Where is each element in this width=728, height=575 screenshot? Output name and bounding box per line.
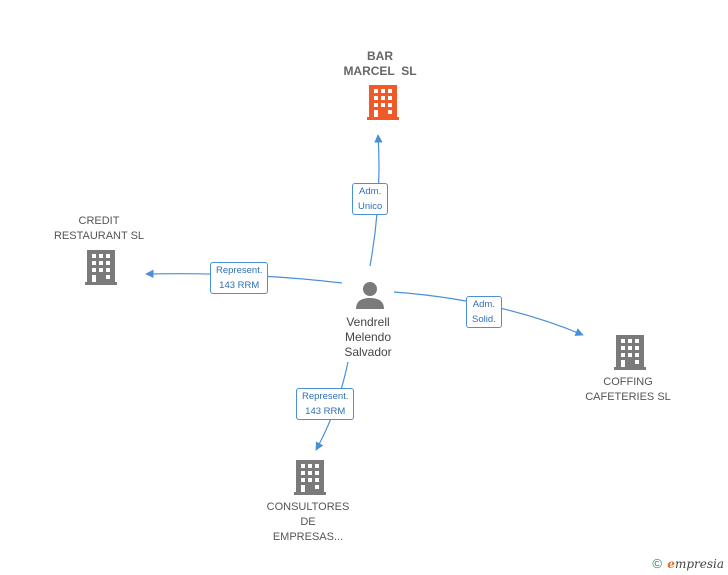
brand-initial: e: [667, 557, 675, 571]
edge-label-line: Unico: [358, 201, 383, 212]
footer-brand[interactable]: © empresia: [652, 556, 724, 571]
edge-label-adm-unico: Adm. Unico: [352, 183, 389, 215]
node-label-line: CONSULTORES: [266, 501, 350, 513]
copyright-icon: ©: [652, 556, 662, 571]
edge-label-represent-credit: Represent. 143 RRM: [210, 262, 269, 294]
node-label-line: BAR: [367, 49, 393, 63]
edge-label-line: Adm.: [359, 186, 382, 197]
edge-label-line: Adm.: [472, 299, 495, 310]
node-label-line: Vendrell: [346, 315, 390, 329]
edge-label-represent-consultores: Represent. 143 RRM: [296, 388, 355, 420]
brand-rest: mpresia: [674, 557, 724, 571]
edge-label-line: Solid.: [472, 314, 496, 325]
brand-logo: empresia: [667, 557, 724, 571]
node-label-consultores[interactable]: CONSULTORES DE EMPRESAS...: [253, 500, 363, 545]
node-label-credit-restaurant[interactable]: CREDIT RESTAURANT SL: [44, 214, 154, 244]
building-icon[interactable]: [614, 335, 646, 370]
node-label-line: CAFETERIES SL: [585, 391, 671, 403]
edge-label-line: Represent.: [302, 391, 349, 402]
edge-label-line: 143 RRM: [219, 280, 260, 291]
node-label-line: MARCEL SL: [343, 64, 417, 78]
building-icon[interactable]: [367, 85, 399, 120]
building-icon[interactable]: [85, 250, 117, 285]
node-label-line: DE: [300, 516, 316, 528]
edge-label-line: Represent.: [216, 265, 263, 276]
node-label-line: CREDIT: [78, 215, 120, 227]
node-label-line: RESTAURANT SL: [53, 230, 145, 242]
node-label-line: COFFING: [603, 376, 653, 388]
node-label-line: Salvador: [344, 345, 392, 359]
node-label-bar-marcel[interactable]: BAR MARCEL SL: [330, 49, 430, 79]
node-label-coffing-cafeteries[interactable]: COFFING CAFETERIES SL: [573, 375, 683, 405]
edge-label-adm-solid: Adm. Solid.: [466, 296, 502, 328]
node-label-line: EMPRESAS...: [272, 531, 344, 543]
person-icon[interactable]: [356, 282, 384, 309]
node-label-person[interactable]: Vendrell Melendo Salvador: [318, 315, 418, 360]
building-icon[interactable]: [294, 460, 326, 495]
node-label-line: Melendo: [344, 330, 392, 344]
edge-label-line: 143 RRM: [305, 406, 346, 417]
